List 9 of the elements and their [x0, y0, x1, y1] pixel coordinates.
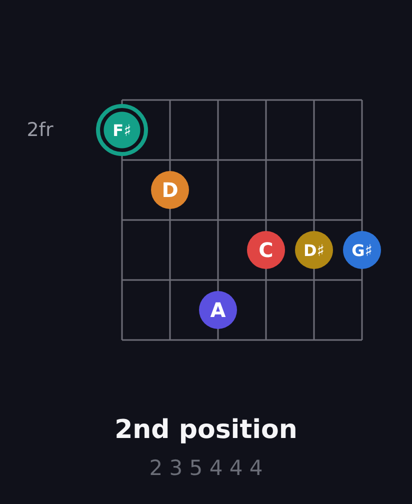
- fret-number: 2fr: [26, 120, 54, 140]
- fingering-numbers: 2 3 5 4 4 4: [149, 458, 263, 478]
- note-dot: D♯: [295, 231, 333, 269]
- note-dot: G♯: [343, 231, 381, 269]
- note-dot: A: [199, 291, 237, 329]
- chord-title: 2nd position: [114, 417, 298, 443]
- note-dot: D: [151, 171, 189, 209]
- note-dot: F♯: [96, 104, 148, 156]
- note-dot: C: [247, 231, 285, 269]
